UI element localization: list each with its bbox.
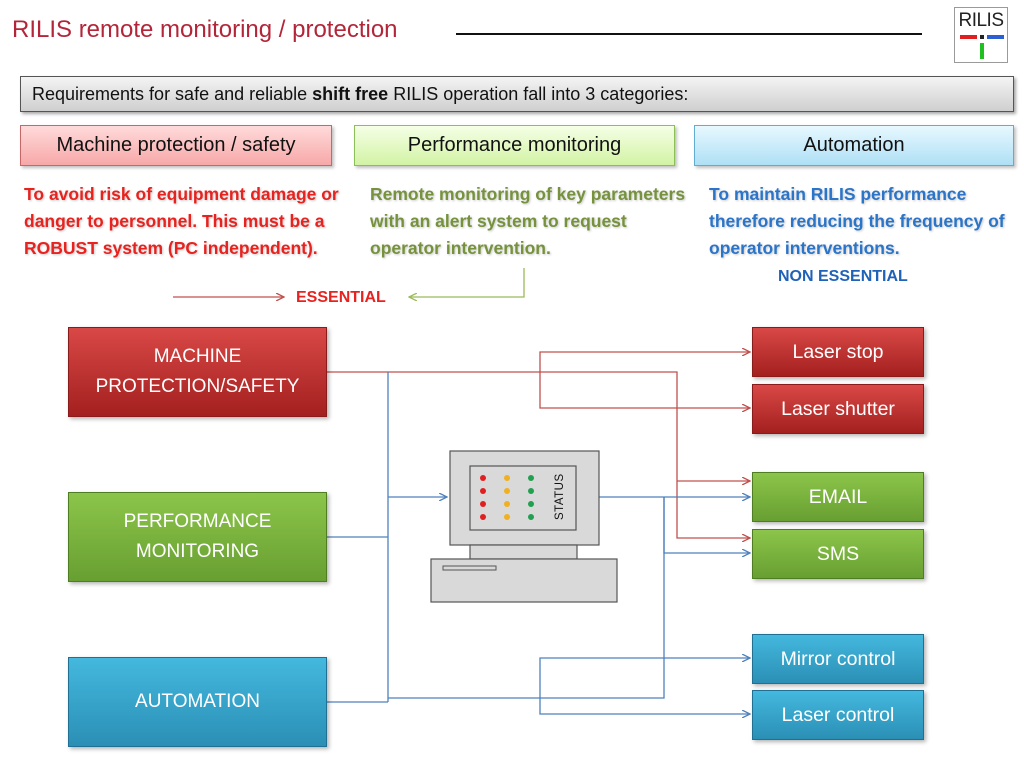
- automation-box: AUTOMATION: [68, 657, 327, 747]
- status-led: [528, 514, 534, 520]
- requirements-banner: Requirements for safe and reliable shift…: [20, 76, 1014, 112]
- computer-icon: [430, 450, 618, 603]
- status-led: [504, 514, 510, 520]
- status-leds: [480, 475, 534, 520]
- status-led: [504, 488, 510, 494]
- machine-protection-wires: [327, 352, 750, 538]
- sms-box: SMS: [752, 529, 924, 579]
- automation-description: To maintain RILIS performance therefore …: [709, 184, 1005, 258]
- status-led: [528, 475, 534, 481]
- logo-blue-bar: [987, 35, 1004, 39]
- requirements-bold: shift free: [312, 84, 389, 104]
- monitoring-wires: [327, 372, 750, 714]
- non-essential-label: NON ESSENTIAL: [778, 268, 908, 285]
- rilis-logo: RILIS: [954, 7, 1008, 63]
- status-led: [528, 501, 534, 507]
- laser-control-box: Laser control: [752, 690, 924, 740]
- email-box: EMAIL: [752, 472, 924, 522]
- logo-text: RILIS: [958, 10, 1004, 31]
- essential-label: ESSENTIAL: [296, 289, 386, 306]
- status-led: [504, 475, 510, 481]
- category-machine-protection: Machine protection / safety: [20, 125, 332, 166]
- status-led: [480, 514, 486, 520]
- machine-protection-description: To avoid risk of equipment damage or dan…: [24, 184, 339, 258]
- mirror-control-box: Mirror control: [752, 634, 924, 684]
- machine-protection-box: MACHINE PROTECTION/SAFETY: [68, 327, 327, 417]
- essential-arrow-green: [409, 268, 525, 297]
- status-led: [504, 501, 510, 507]
- laser-stop-box: Laser stop: [752, 327, 924, 377]
- category-automation: Automation: [694, 125, 1014, 166]
- performance-monitoring-description: Remote monitoring of key parameters with…: [370, 184, 686, 258]
- logo-dot: [980, 35, 984, 39]
- title-divider: [456, 33, 922, 35]
- logo-green-bar: [980, 43, 984, 59]
- performance-monitoring-box: PERFORMANCE MONITORING: [68, 492, 327, 582]
- laser-shutter-box: Laser shutter: [752, 384, 924, 434]
- logo-red-bar: [960, 35, 977, 39]
- requirements-prefix: Requirements for safe and reliable: [32, 84, 313, 104]
- status-label: STATUS: [554, 473, 566, 521]
- category-performance-monitoring: Performance monitoring: [354, 125, 675, 166]
- status-led: [480, 475, 486, 481]
- status-led: [528, 488, 534, 494]
- status-led: [480, 488, 486, 494]
- requirements-suffix: RILIS operation fall into 3 categories:: [388, 84, 689, 104]
- status-led: [480, 501, 486, 507]
- page-title: RILIS remote monitoring / protection: [12, 16, 398, 43]
